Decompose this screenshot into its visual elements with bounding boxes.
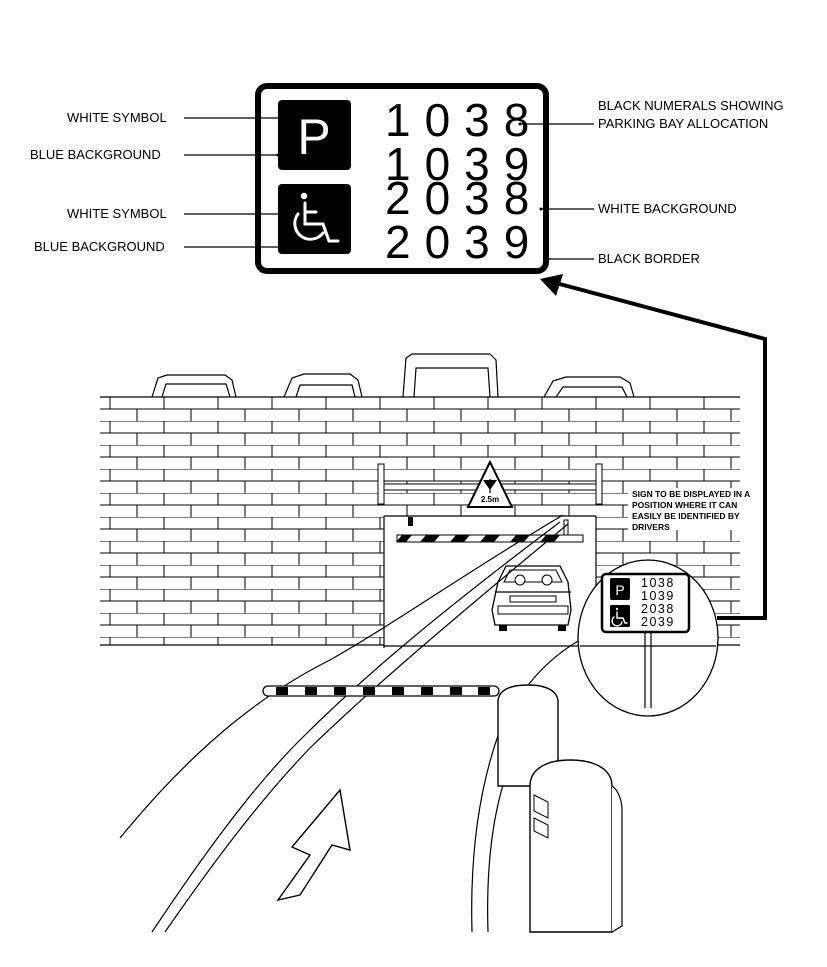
callouts: WHITE SYMBOL BLUE BACKGROUND WHITE SYMBO… <box>30 98 784 266</box>
wheelchair-icon <box>293 192 340 243</box>
note-line-3: EASILY BE IDENTIFIED BY <box>632 511 740 521</box>
leader-arrow <box>540 274 767 620</box>
car-icon <box>491 565 572 631</box>
callout-numerals-1: BLACK NUMERALS SHOWING <box>598 98 784 113</box>
wheelchair-panel <box>278 184 351 254</box>
ticket-machine <box>529 759 623 933</box>
inner-barrier <box>396 517 584 543</box>
callout-white-background: WHITE BACKGROUND <box>598 201 737 216</box>
large-sign: P 1038 1039 2038 2039 <box>255 83 549 274</box>
driveway <box>119 514 581 933</box>
callout-white-symbol-2: WHITE SYMBOL <box>67 206 167 221</box>
bay-number-1: 1038 <box>385 94 543 146</box>
up-arrow-icon <box>276 788 351 902</box>
wheelchair-icon-small <box>611 607 628 627</box>
note-line-4: DRIVERS <box>632 522 670 532</box>
barrier-post <box>497 684 559 787</box>
small-bay-number-3: 2038 <box>641 602 675 616</box>
callout-black-border: BLACK BORDER <box>598 251 700 266</box>
small-bay-number-2: 1039 <box>641 589 675 603</box>
detail-magnifier: P 1038 1039 2038 2039 <box>577 559 719 717</box>
height-limit-label: 2.5m <box>481 495 499 504</box>
barrier-arm <box>262 685 500 697</box>
small-bay-number-4: 2039 <box>641 615 675 629</box>
callout-blue-background-2: BLUE BACKGROUND <box>34 239 165 254</box>
note-line-1: SIGN TO BE DISPLAYED IN A <box>632 489 750 499</box>
bay-number-2: 1039 <box>385 138 543 190</box>
placement-note: SIGN TO BE DISPLAYED IN A POSITION WHERE… <box>628 488 756 532</box>
callout-white-symbol-1: WHITE SYMBOL <box>67 110 167 125</box>
callout-blue-background-1: BLUE BACKGROUND <box>30 147 161 162</box>
bay-number-4: 2039 <box>385 216 543 268</box>
note-line-2: POSITION WHERE IT CAN <box>632 500 737 510</box>
height-warning-sign: 2.5m <box>466 459 514 508</box>
callout-numerals-2: PARKING BAY ALLOCATION <box>598 116 768 131</box>
small-bay-number-1: 1038 <box>641 576 675 590</box>
small-sign: P 1038 1039 2038 2039 <box>600 572 691 634</box>
parking-icon: P <box>297 109 330 165</box>
parking-icon-small: P <box>615 582 624 598</box>
bay-number-3: 2038 <box>385 172 543 224</box>
